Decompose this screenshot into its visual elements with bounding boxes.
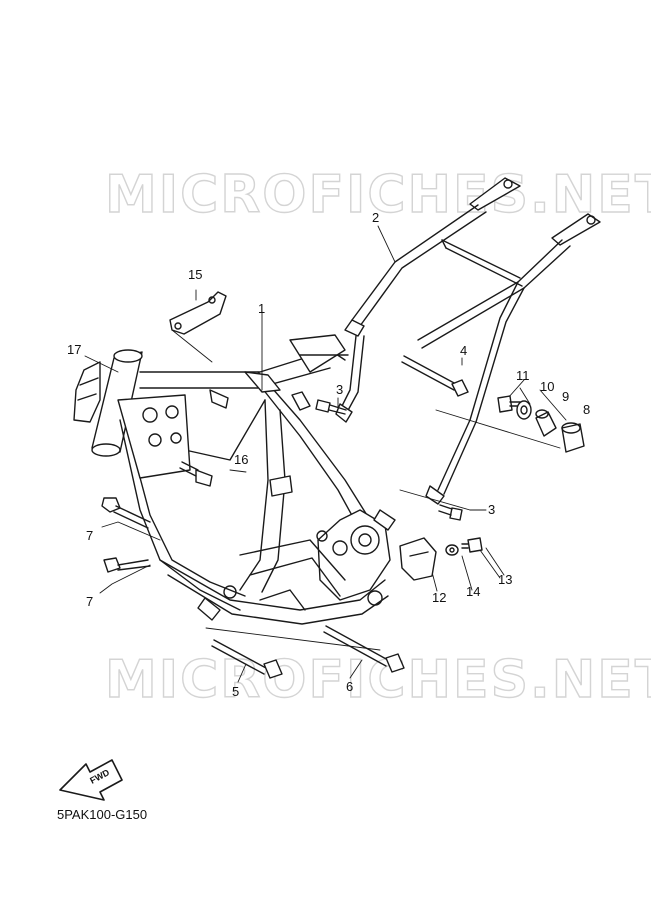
part-5-long-bolt [211, 639, 283, 679]
watermark-top: MICROFICHES.NET [104, 164, 651, 225]
callout-16: 16 [234, 452, 249, 467]
part-7-bolt-lower [103, 557, 151, 573]
part-9-collar [535, 409, 557, 437]
callout-6: 6 [346, 679, 354, 694]
callout-5: 5 [232, 684, 240, 699]
part-17-guard [73, 361, 101, 423]
callout-3-lower: 3 [488, 502, 496, 517]
part-3-bolt-upper [315, 399, 347, 415]
callout-7-upper: 7 [86, 528, 94, 543]
callout-13: 13 [498, 572, 513, 587]
callout-4: 4 [460, 343, 468, 358]
callout-2: 2 [372, 210, 380, 225]
watermark-bottom: MICROFICHES.NET [104, 649, 651, 710]
diagram-code: 5PAK100-G150 [57, 807, 148, 822]
callout-12: 12 [432, 590, 447, 605]
callout-7-lower: 7 [86, 594, 94, 609]
part-6-long-bolt [323, 625, 405, 673]
callout-10: 10 [540, 379, 555, 394]
callout-9: 9 [562, 389, 570, 404]
part-16-bolt [179, 461, 213, 487]
part-8-bushing [561, 422, 585, 453]
part-12-bracket [399, 537, 437, 581]
part-10-washer [516, 400, 532, 420]
part-11-bolt [497, 395, 521, 413]
main-frame [91, 334, 396, 625]
part-3-bolt-lower [438, 504, 463, 521]
callout-11: 11 [516, 368, 530, 383]
callout-14: 14 [466, 584, 481, 599]
part-15-bracket [169, 291, 227, 335]
callout-3-upper: 3 [336, 382, 344, 397]
rear-subframe [335, 177, 601, 505]
leader-lines [84, 225, 567, 683]
callout-1: 1 [258, 301, 266, 316]
callout-15: 15 [188, 267, 203, 282]
part-13-bolt [461, 537, 483, 553]
fwd-arrow-icon: FWD [59, 759, 123, 801]
callout-8: 8 [583, 402, 591, 417]
part-4-long-bolt [401, 355, 469, 397]
part-14-collar [445, 544, 459, 556]
part-7-bolt-upper [101, 497, 151, 529]
callout-17: 17 [67, 342, 82, 357]
